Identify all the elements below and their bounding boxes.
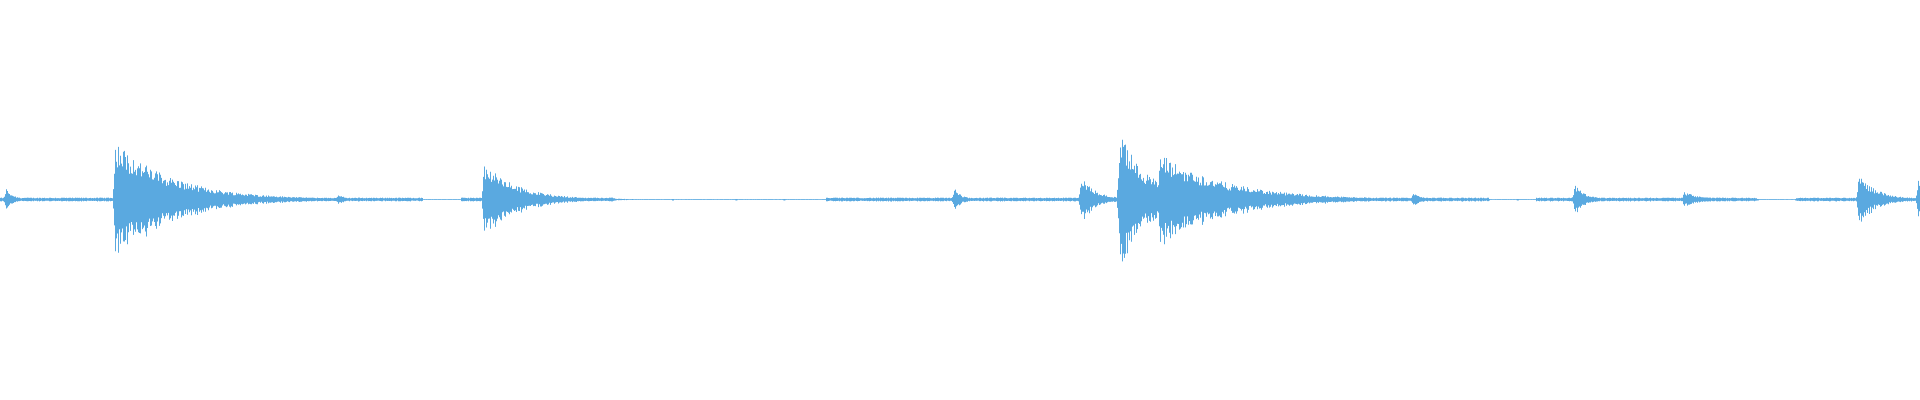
waveform-sample-dot xyxy=(1756,199,1759,201)
waveform-sample-dot xyxy=(1795,199,1798,201)
waveform-sample-dot xyxy=(672,199,674,201)
waveform-sample-dot xyxy=(1488,199,1490,201)
waveform-sample-dot xyxy=(735,199,738,201)
waveform-sample-dot xyxy=(364,199,367,201)
waveform-sample-dot xyxy=(1824,199,1826,201)
waveform-sample-dot xyxy=(403,199,406,201)
waveform-samples xyxy=(0,139,1920,262)
waveform-sample-dot xyxy=(1804,199,1807,201)
waveform-sample-dot xyxy=(1516,199,1519,201)
waveform-sample-dot xyxy=(67,199,70,201)
waveform-sample-dot xyxy=(414,199,417,201)
waveform-sample-dot xyxy=(76,199,79,201)
waveform-sample-dot xyxy=(783,199,786,201)
waveform-sample-dot xyxy=(614,199,617,201)
waveform-sample-dot xyxy=(384,199,386,201)
waveform-path xyxy=(0,139,1920,262)
waveform-sample-dot xyxy=(1833,199,1836,201)
